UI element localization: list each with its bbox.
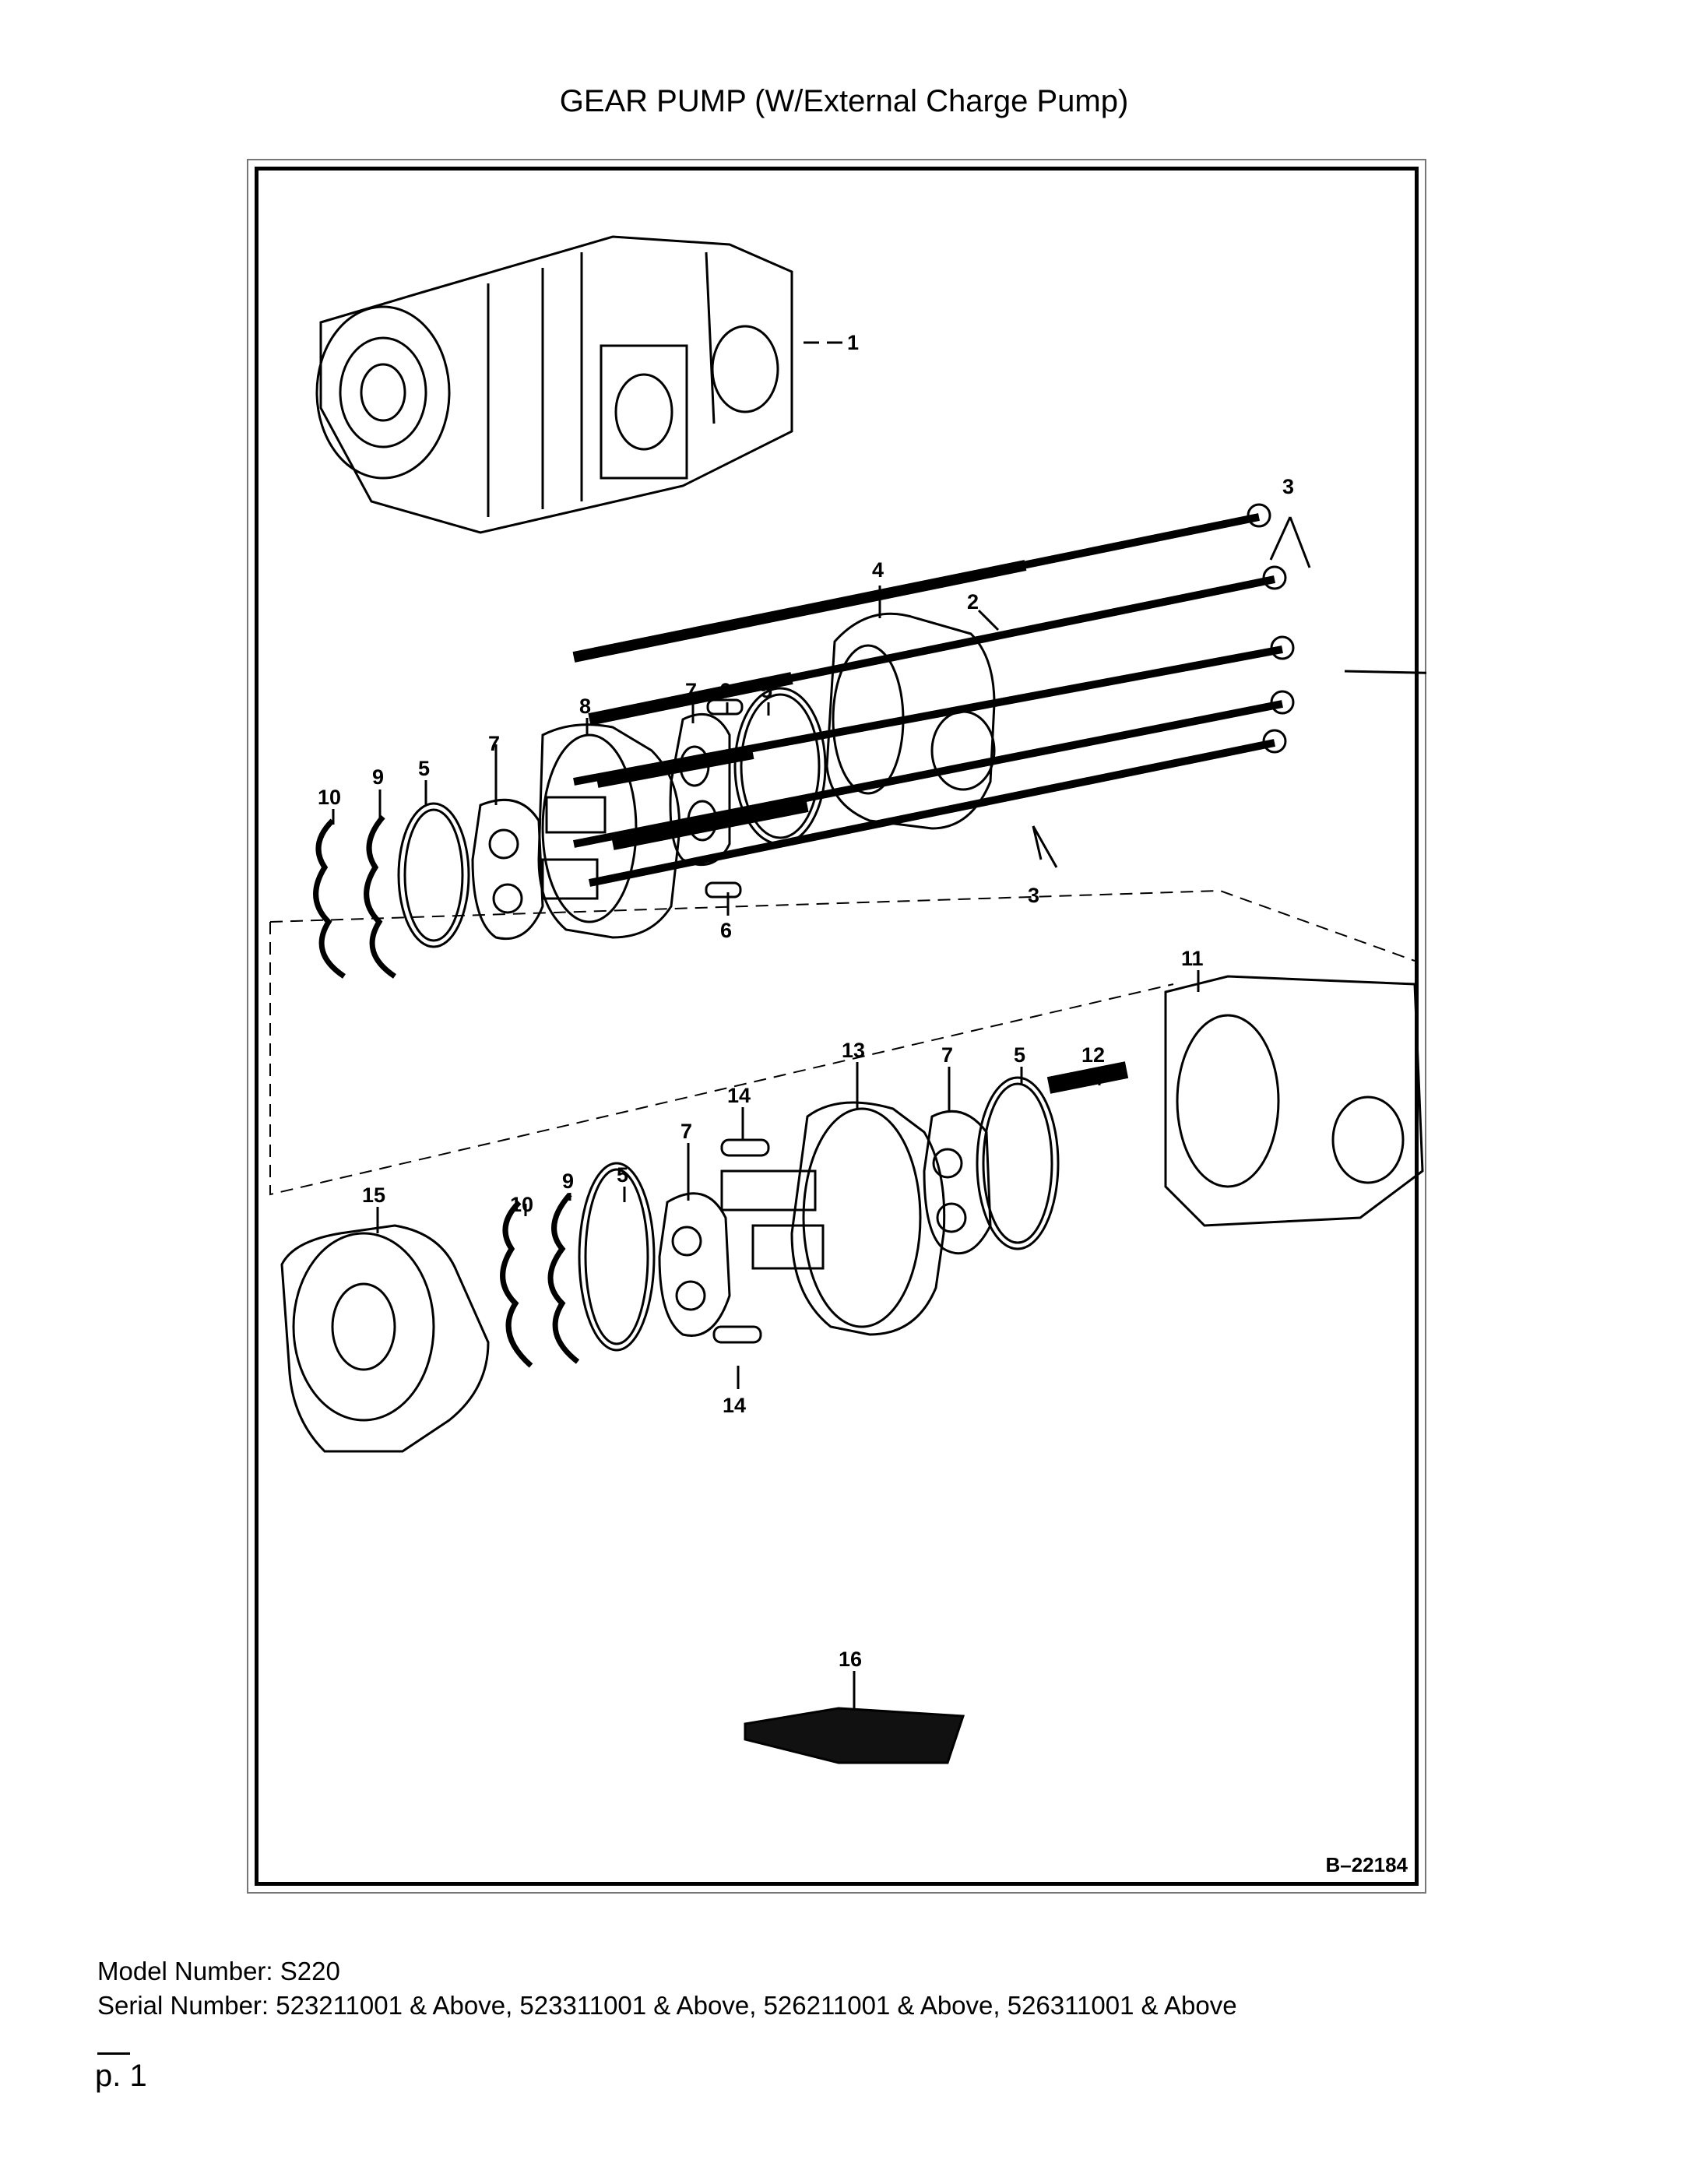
callout-3-bottom: 3 (1028, 884, 1039, 907)
callout-7-upper-right: 7 (685, 679, 697, 702)
callout-3-top: 3 (1282, 475, 1294, 498)
exploded-parts-diagram: 1 2 2 3 3 4 5 6 6 7 8 9 10 5 7 11 12 13 … (269, 235, 1426, 1764)
callout-labels: 1 2 2 3 3 4 5 6 6 7 8 9 10 5 7 11 12 13 … (318, 331, 1294, 1671)
callout-2-top: 2 (967, 590, 979, 614)
assembled-pump-drawing (315, 235, 793, 534)
callout-5-lower-left: 5 (617, 1163, 628, 1187)
dashed-boundary (269, 889, 1415, 1196)
callout-13: 13 (842, 1039, 865, 1062)
page-title: GEAR PUMP (W/External Charge Pump) (559, 84, 1129, 118)
callout-12: 12 (1081, 1043, 1105, 1067)
callout-9-upper: 9 (372, 765, 384, 789)
model-number: Model Number: S220 (97, 1957, 340, 1985)
callout-4: 4 (872, 558, 884, 582)
callout-16: 16 (839, 1648, 862, 1671)
callout-8: 8 (579, 695, 591, 718)
page-number-rule (97, 2052, 130, 2055)
callout-5-upper: 5 (761, 679, 772, 702)
model-info: Model Number: S220 Serial Number: 523211… (97, 1954, 1237, 2023)
lower-section-drawing (280, 975, 1424, 1453)
callout-14-lower: 14 (723, 1394, 746, 1417)
callout-10-upper: 10 (318, 786, 341, 809)
leader-lines (332, 341, 1426, 1708)
figure-reference: B–22184 (1325, 1853, 1408, 1876)
callout-6-upper: 6 (719, 679, 731, 702)
callout-7-lower-left: 7 (680, 1120, 692, 1143)
callout-11: 11 (1181, 947, 1204, 970)
page-number: p. 1 (95, 2059, 147, 2093)
callout-14-upper: 14 (727, 1084, 751, 1107)
callout-5-lower-right: 5 (1014, 1043, 1025, 1067)
callout-9-lower: 9 (562, 1169, 574, 1193)
callout-15: 15 (362, 1183, 385, 1207)
callout-7-upper-left: 7 (488, 732, 500, 755)
serial-number: Serial Number: 523211001 & Above, 523311… (97, 1991, 1237, 2020)
callout-6-lower: 6 (720, 919, 732, 942)
upper-section-drawing (313, 503, 1295, 979)
callout-5-upper-left: 5 (418, 757, 430, 780)
callout-7-lower-right: 7 (941, 1043, 953, 1067)
part-16-pad-drawing (744, 1707, 965, 1764)
callout-1: 1 (847, 331, 859, 354)
callout-10-lower: 10 (510, 1193, 533, 1216)
